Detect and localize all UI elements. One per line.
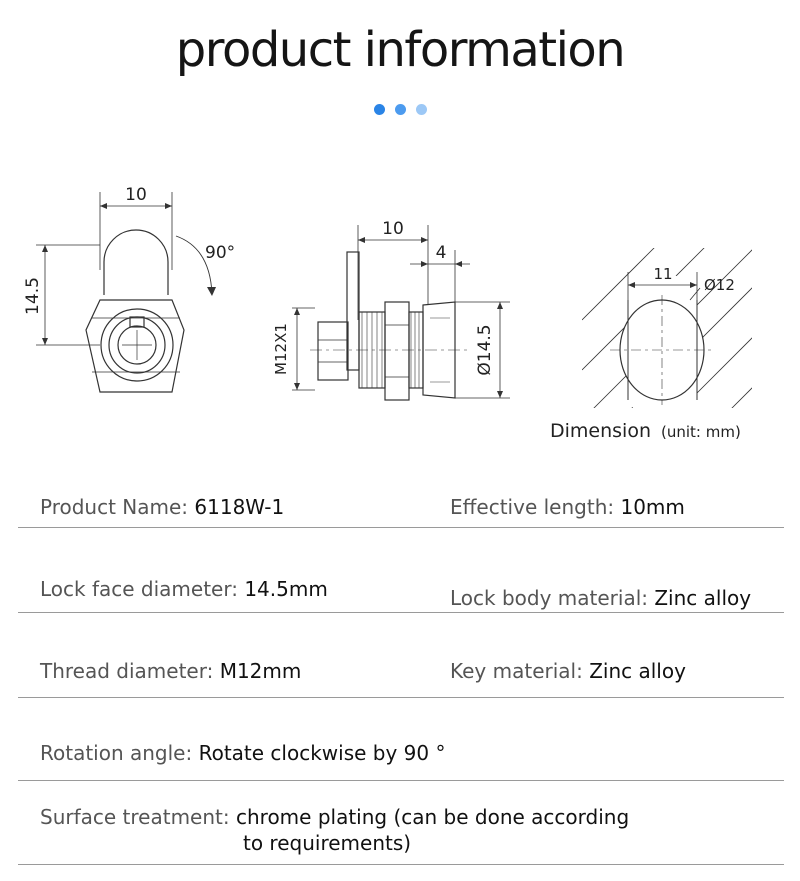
spec-effective-length: Effective length: 10mm [450, 495, 685, 519]
dimension-caption: Dimension (unit: mm) [550, 420, 741, 442]
spec-key: Lock body material: [450, 586, 655, 610]
spec-surface-treatment: Surface treatment: chrome plating (can b… [40, 804, 629, 856]
spec-value: 14.5mm [244, 577, 328, 601]
divider [18, 780, 784, 781]
front-view: 10 14.5 90° [23, 185, 235, 393]
front-width-label: 10 [125, 185, 147, 205]
spec-lock-face-diameter: Lock face diameter: 14.5mm [40, 577, 328, 601]
rotation-label: 90° [205, 243, 235, 263]
dot-1 [373, 104, 385, 115]
spec-key: Surface treatment: [40, 805, 236, 829]
dot-3 [415, 104, 427, 115]
spec-value-line1: chrome plating (can be done according [235, 805, 630, 829]
spec-lock-body-material: Lock body material: Zinc alloy [450, 586, 751, 610]
front-height-label: 14.5 [23, 277, 43, 315]
unit-label: (unit: mm) [661, 423, 741, 441]
spec-key-material: Key material: Zinc alloy [450, 659, 686, 683]
spec-value: Zinc alloy [654, 586, 752, 610]
spec-key: Key material: [450, 659, 590, 683]
side-diameter-label: Ø14.5 [475, 324, 495, 375]
divider [18, 697, 784, 698]
spec-key: Product Name: [40, 495, 195, 519]
dimension-label: Dimension [550, 420, 651, 442]
cutout-diameter-label: Ø12 [704, 276, 735, 294]
side-view: 10 4 M12X1 Ø14.5 [272, 219, 510, 401]
side-face-label: 4 [436, 243, 447, 263]
spec-value: 6118W-1 [194, 495, 285, 519]
spec-value: 10mm [620, 495, 685, 519]
cutout-width-label: 11 [653, 265, 672, 283]
side-length-label: 10 [382, 219, 404, 239]
spec-key: Rotation angle: [40, 741, 199, 765]
divider [18, 864, 784, 865]
page-title: product information [175, 22, 626, 78]
side-thread-label: M12X1 [272, 323, 290, 375]
spec-value: Zinc alloy [589, 659, 686, 683]
spec-value: Rotate clockwise by 90 ° [198, 741, 446, 765]
spec-product-name: Product Name: 6118W-1 [40, 495, 284, 519]
title-dots [0, 100, 800, 119]
spec-key: Thread diameter: [40, 659, 220, 683]
spec-key: Lock face diameter: [40, 577, 245, 601]
dot-2 [394, 104, 406, 115]
spec-thread-diameter: Thread diameter: M12mm [40, 659, 301, 683]
divider [18, 612, 784, 613]
technical-drawing: 10 14.5 90° 10 4 [23, 185, 752, 426]
divider [18, 527, 784, 528]
spec-value: M12mm [219, 659, 302, 683]
spec-value-line2: to requirements) [243, 831, 412, 855]
cutout-view: 11 Ø12 [582, 248, 752, 426]
spec-key: Effective length: [450, 495, 621, 519]
spec-rotation-angle: Rotation angle: Rotate clockwise by 90 ° [40, 741, 446, 765]
